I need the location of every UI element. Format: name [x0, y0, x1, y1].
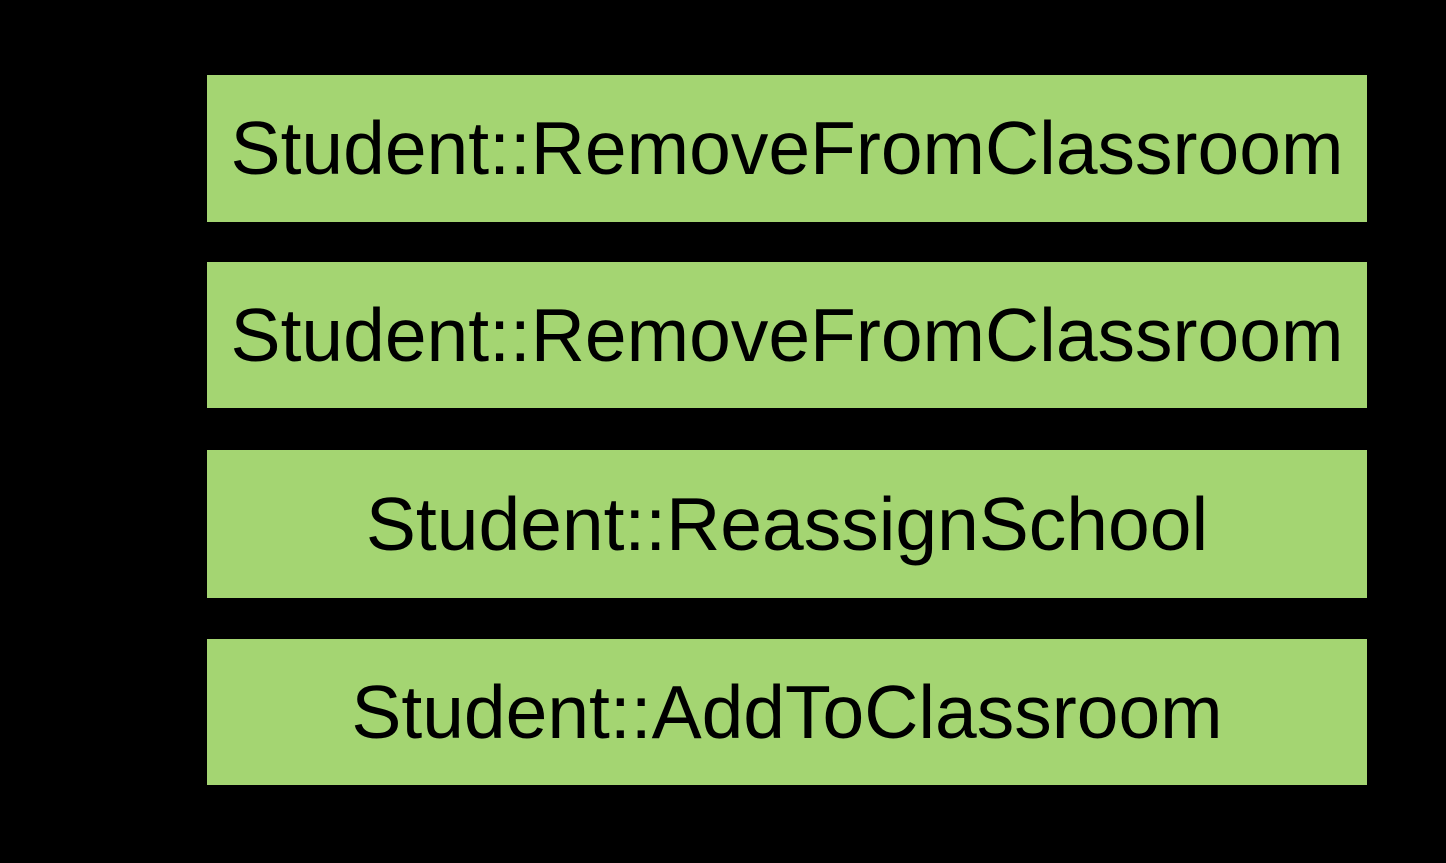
event-box-reassign-school: Student::ReassignSchool	[207, 450, 1367, 598]
event-box-label: Student::ReassignSchool	[365, 481, 1209, 566]
event-box-remove-from-classroom-1: Student::RemoveFromClassroom	[207, 75, 1367, 222]
event-box-add-to-classroom: Student::AddToClassroom	[207, 639, 1367, 785]
event-box-label: Student::RemoveFromClassroom	[230, 292, 1344, 377]
event-box-remove-from-classroom-2: Student::RemoveFromClassroom	[207, 262, 1367, 408]
event-box-label: Student::AddToClassroom	[351, 669, 1223, 754]
event-box-label: Student::RemoveFromClassroom	[230, 106, 1344, 190]
